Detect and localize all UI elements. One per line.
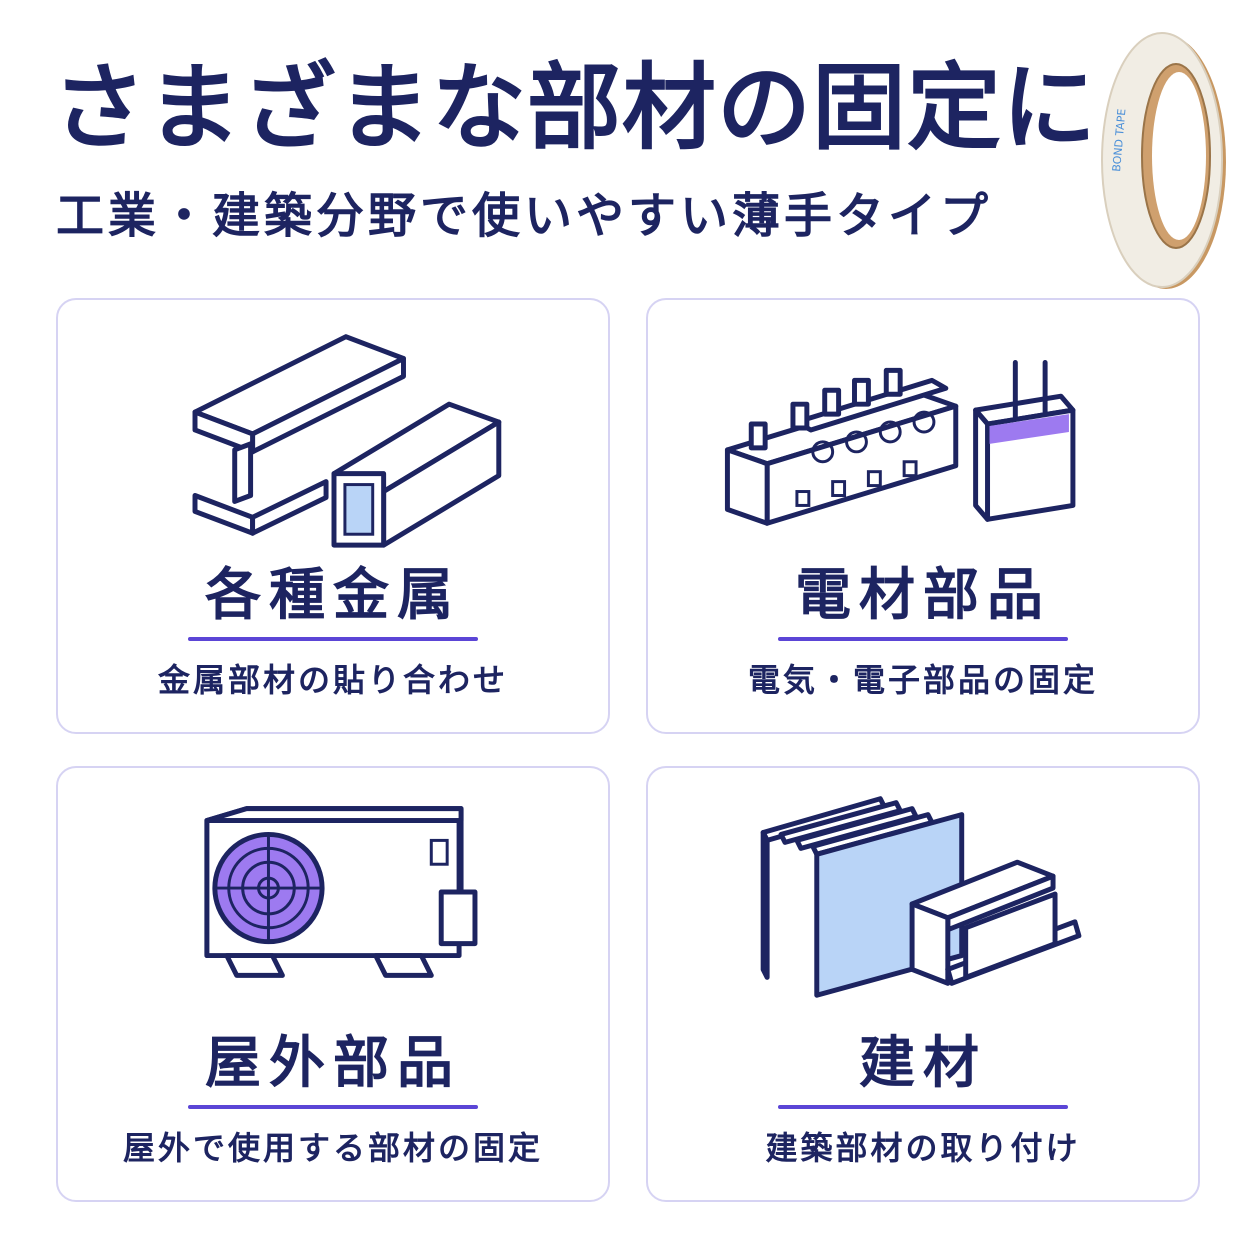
card-electrical: 電材部品 電気・電子部品の固定 (646, 298, 1200, 734)
tape-roll-image: BOND TAPE (1101, 32, 1226, 289)
card-building: 建材 建築部材の取り付け (646, 766, 1200, 1202)
card-divider (778, 637, 1068, 641)
outdoor-ac-unit-icon (204, 806, 478, 978)
metal-beams-icon (192, 334, 502, 548)
card-desc-outdoor: 屋外で使用する部材の固定 (122, 1129, 543, 1167)
card-outdoor: 屋外部品 屋外で使用する部材の固定 (56, 766, 610, 1202)
card-desc-electrical: 電気・電子部品の固定 (747, 661, 1098, 699)
building-panels-icon (760, 796, 1082, 998)
subheadline: 工業・建築分野で使いやすい薄手タイプ (56, 188, 993, 244)
card-metal: 各種金属 金属部材の貼り合わせ (56, 298, 610, 734)
card-divider (188, 1105, 478, 1109)
card-title-outdoor: 屋外部品 (205, 1031, 461, 1096)
card-desc-building: 建築部材の取り付け (765, 1129, 1081, 1167)
card-divider (188, 637, 478, 641)
tape-print: BOND TAPE (1110, 108, 1128, 172)
card-title-electrical: 電材部品 (795, 563, 1051, 628)
card-divider (778, 1105, 1068, 1109)
headline: さまざまな部材の固定に (52, 54, 1098, 163)
card-title-metal: 各種金属 (205, 563, 461, 628)
electrical-parts-icon (724, 359, 1076, 526)
card-title-building: 建材 (859, 1031, 987, 1096)
card-desc-metal: 金属部材の貼り合わせ (157, 661, 508, 699)
